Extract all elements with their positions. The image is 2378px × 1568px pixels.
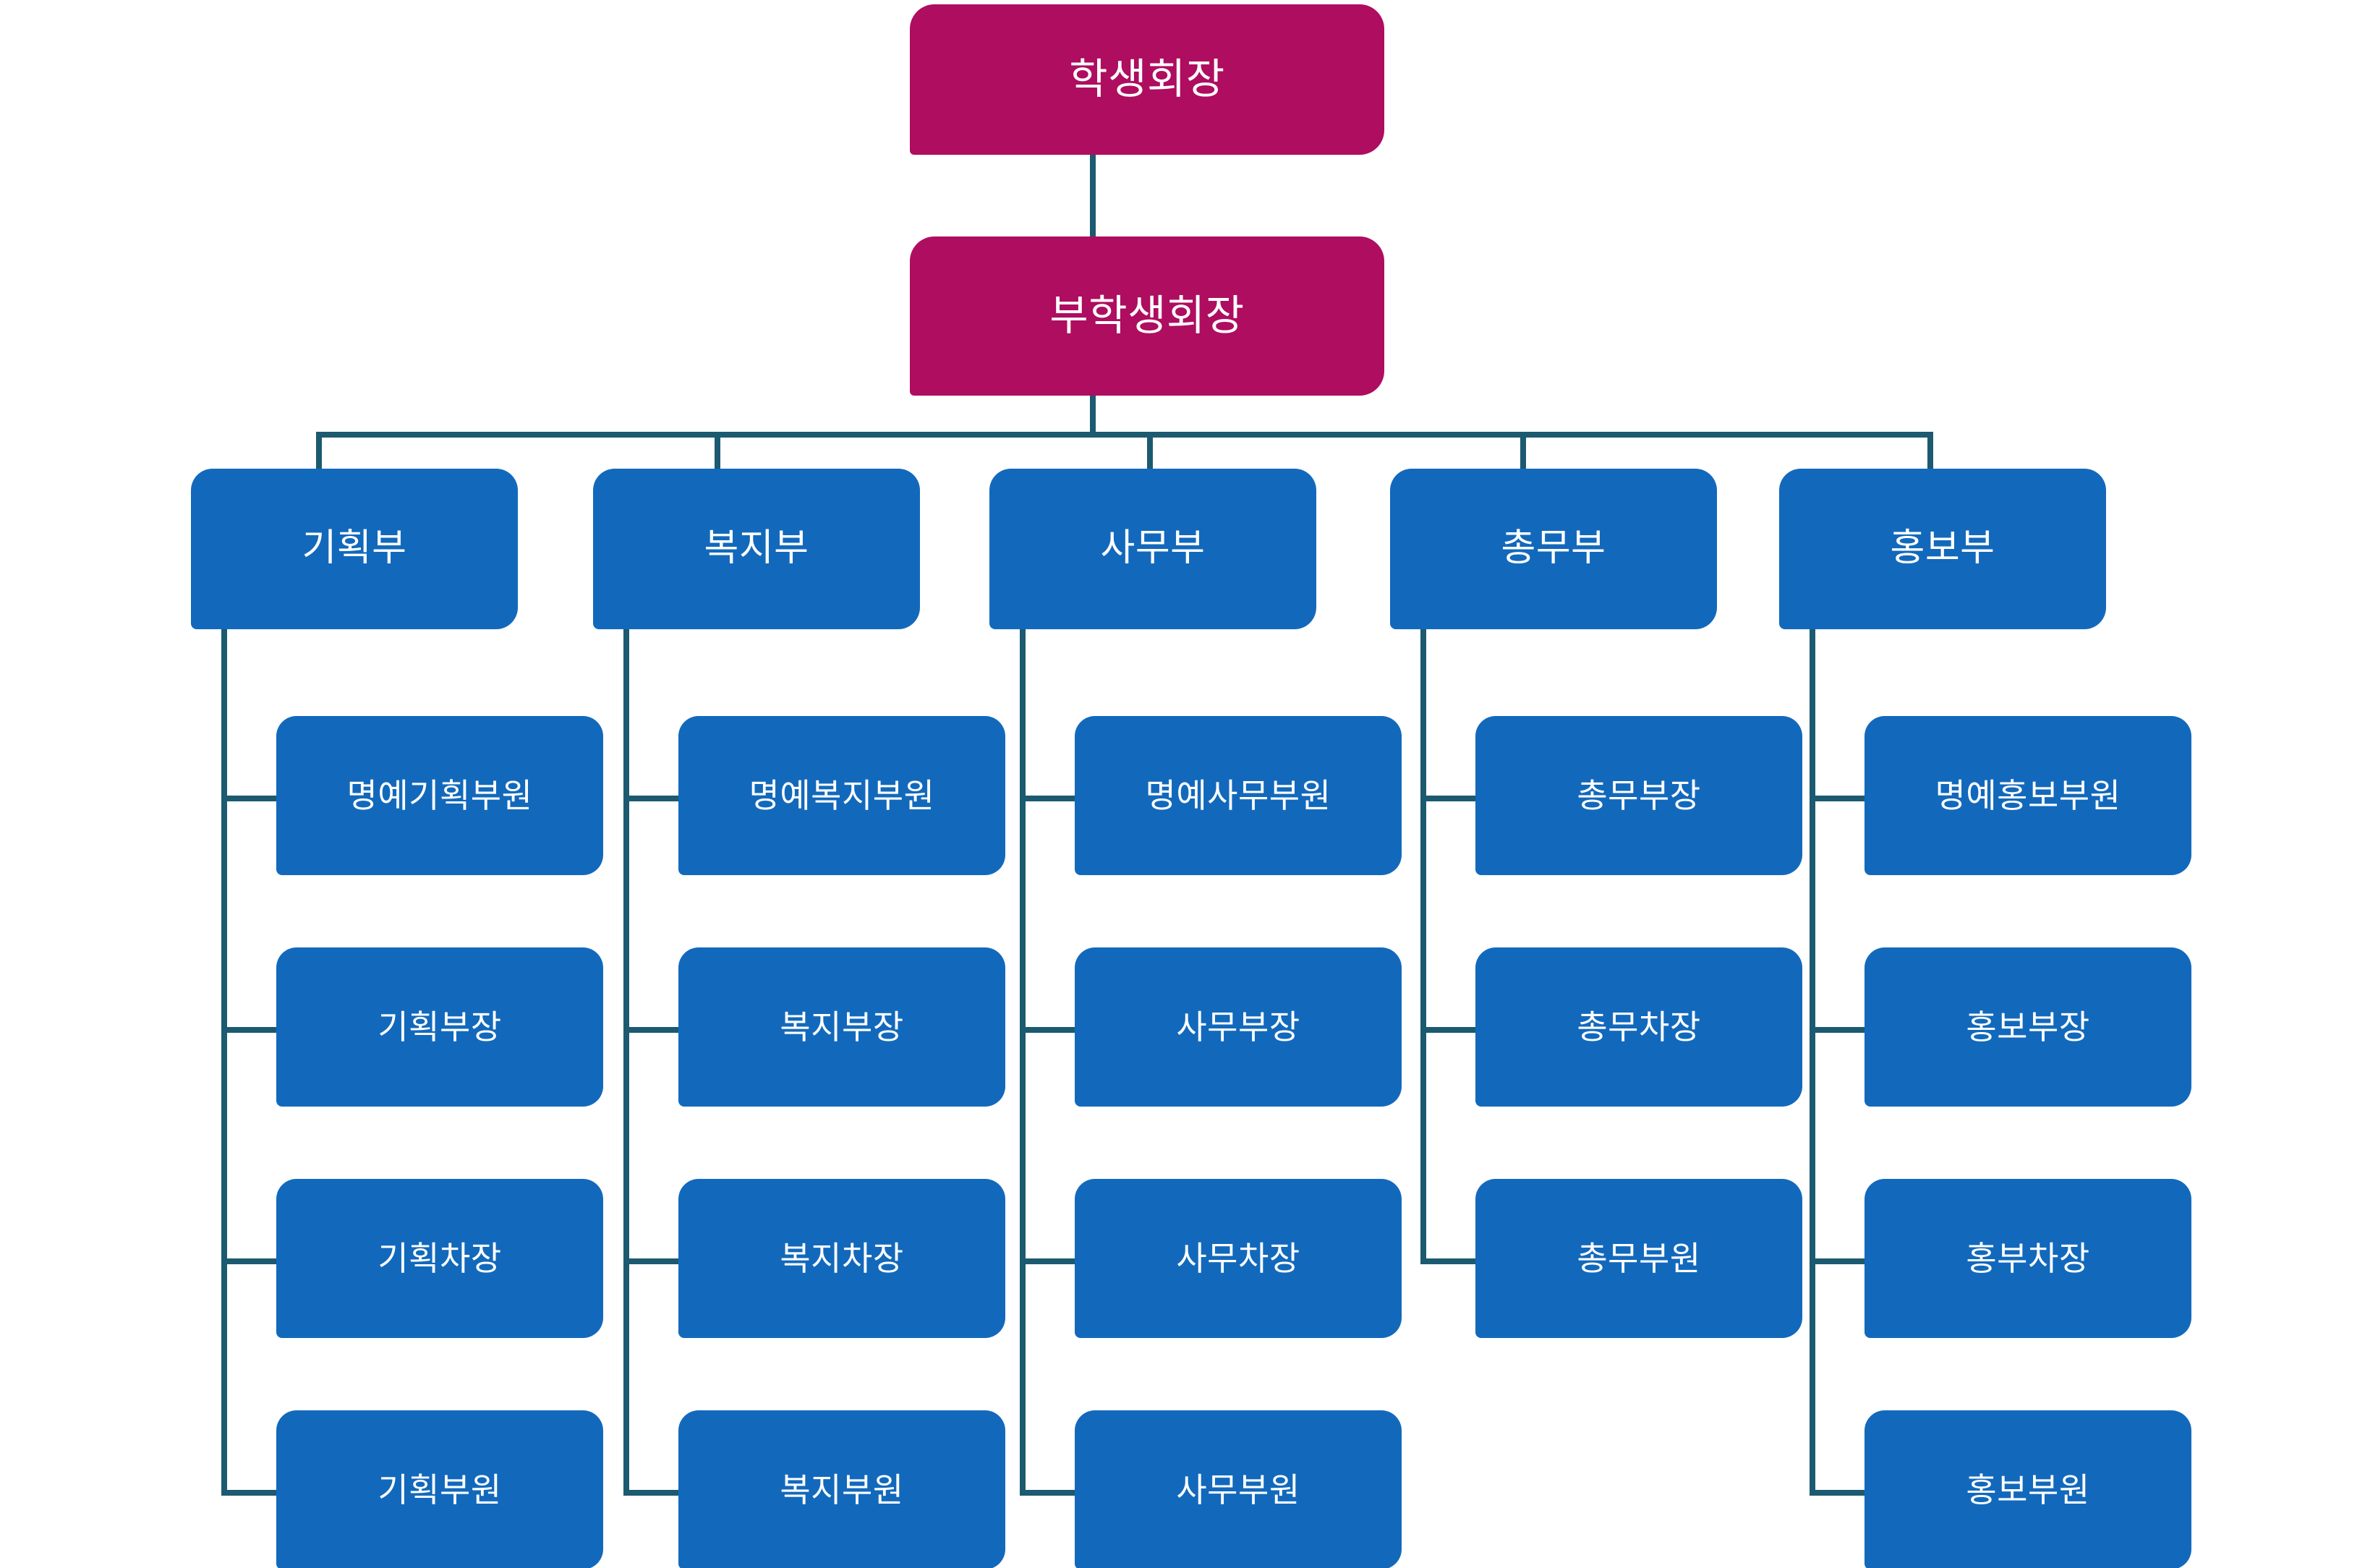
role-box-pr-2-label: 홍부차장 [1966,1239,2090,1277]
role-box-affairs-3[interactable]: 사무부원 [1075,1410,1402,1568]
connector-stub-affairs-3 [1020,1490,1075,1496]
connector-stub-affairs-0 [1020,796,1075,801]
role-box-planning-3[interactable]: 기획부원 [276,1410,603,1568]
connector-stub-pr-3 [1810,1490,1865,1496]
role-box-planning-2[interactable]: 기획차장 [276,1179,603,1338]
role-box-pr-3-label: 홍보부원 [1966,1470,2090,1509]
connector-bus-to-pr [1927,432,1933,469]
connector-department-bus [316,432,1933,438]
role-box-pr-2[interactable]: 홍부차장 [1865,1179,2191,1338]
dept-box-general-label: 총무부 [1501,527,1606,570]
role-box-welfare-2[interactable]: 복지차장 [678,1179,1005,1338]
connector-stub-general-1 [1420,1027,1475,1033]
connector-bus-to-welfare [715,432,720,469]
role-box-welfare-1-label: 복지부장 [780,1007,904,1046]
exec-box-president[interactable]: 학생회장 [910,4,1384,155]
connector-stub-welfare-1 [623,1027,678,1033]
connector-stub-general-2 [1420,1258,1475,1264]
dept-box-welfare-label: 복지부 [704,527,809,570]
role-box-affairs-3-label: 사무부원 [1176,1470,1300,1509]
connector-stub-welfare-0 [623,796,678,801]
connector-spine-pr [1810,629,1815,1496]
connector-bus-to-planning [316,432,322,469]
connector-stub-affairs-1 [1020,1027,1075,1033]
role-box-welfare-2-label: 복지차장 [780,1239,904,1277]
role-box-general-1[interactable]: 총무차장 [1475,947,1802,1107]
role-box-welfare-3[interactable]: 복지부원 [678,1410,1005,1568]
dept-box-affairs[interactable]: 사무부 [989,469,1316,629]
role-box-general-2-label: 총무부원 [1577,1239,1701,1277]
connector-stub-affairs-2 [1020,1258,1075,1264]
dept-box-general[interactable]: 총무부 [1390,469,1717,629]
connector-vice-to-bus [1090,396,1096,438]
connector-stub-pr-1 [1810,1027,1865,1033]
role-box-planning-0[interactable]: 명예기획부원 [276,716,603,875]
connector-stub-pr-0 [1810,796,1865,801]
role-box-welfare-3-label: 복지부원 [780,1470,904,1509]
role-box-planning-0-label: 명예기획부원 [346,776,533,814]
connector-spine-planning [221,629,227,1496]
exec-box-president-label: 학생회장 [1069,55,1225,103]
role-box-pr-1-label: 홍보부장 [1966,1007,2090,1046]
role-box-pr-0-label: 명예홍보부원 [1935,776,2121,814]
connector-stub-planning-2 [221,1258,276,1264]
role-box-affairs-0[interactable]: 명예사무부원 [1075,716,1402,875]
exec-box-vice-president-label: 부학생회장 [1049,291,1245,339]
dept-box-planning-label: 기획부 [302,527,407,570]
connector-stub-planning-1 [221,1027,276,1033]
role-box-planning-1[interactable]: 기획부장 [276,947,603,1107]
role-box-affairs-1[interactable]: 사무부장 [1075,947,1402,1107]
dept-box-affairs-label: 사무부 [1100,527,1206,570]
role-box-pr-1[interactable]: 홍보부장 [1865,947,2191,1107]
role-box-welfare-0[interactable]: 명예복지부원 [678,716,1005,875]
connector-stub-planning-3 [221,1490,276,1496]
connector-spine-affairs [1020,629,1026,1496]
dept-box-planning[interactable]: 기획부 [191,469,518,629]
connector-stub-pr-2 [1810,1258,1865,1264]
connector-stub-planning-0 [221,796,276,801]
role-box-general-0[interactable]: 총무부장 [1475,716,1802,875]
dept-box-pr-label: 홍보부 [1890,527,1995,570]
connector-bus-to-affairs [1147,432,1153,469]
connector-spine-welfare [623,629,629,1496]
dept-box-welfare[interactable]: 복지부 [593,469,920,629]
connector-stub-general-0 [1420,796,1475,801]
dept-box-pr[interactable]: 홍보부 [1779,469,2106,629]
connector-spine-general [1420,629,1426,1264]
role-box-affairs-0-label: 명예사무부원 [1145,776,1331,814]
role-box-affairs-2[interactable]: 사무차장 [1075,1179,1402,1338]
role-box-pr-0[interactable]: 명예홍보부원 [1865,716,2191,875]
role-box-general-1-label: 총무차장 [1577,1007,1701,1046]
role-box-welfare-0-label: 명예복지부원 [749,776,935,814]
role-box-pr-3[interactable]: 홍보부원 [1865,1410,2191,1568]
role-box-planning-2-label: 기획차장 [378,1239,502,1277]
connector-stub-welfare-3 [623,1490,678,1496]
role-box-planning-3-label: 기획부원 [378,1470,502,1509]
role-box-general-0-label: 총무부장 [1577,776,1701,814]
exec-box-vice-president[interactable]: 부학생회장 [910,237,1384,396]
role-box-welfare-1[interactable]: 복지부장 [678,947,1005,1107]
connector-president-to-vice [1090,155,1096,237]
connector-bus-to-general [1520,432,1526,469]
connector-stub-welfare-2 [623,1258,678,1264]
role-box-affairs-1-label: 사무부장 [1176,1007,1300,1046]
role-box-general-2[interactable]: 총무부원 [1475,1179,1802,1338]
role-box-planning-1-label: 기획부장 [378,1007,502,1046]
role-box-affairs-2-label: 사무차장 [1176,1239,1300,1277]
